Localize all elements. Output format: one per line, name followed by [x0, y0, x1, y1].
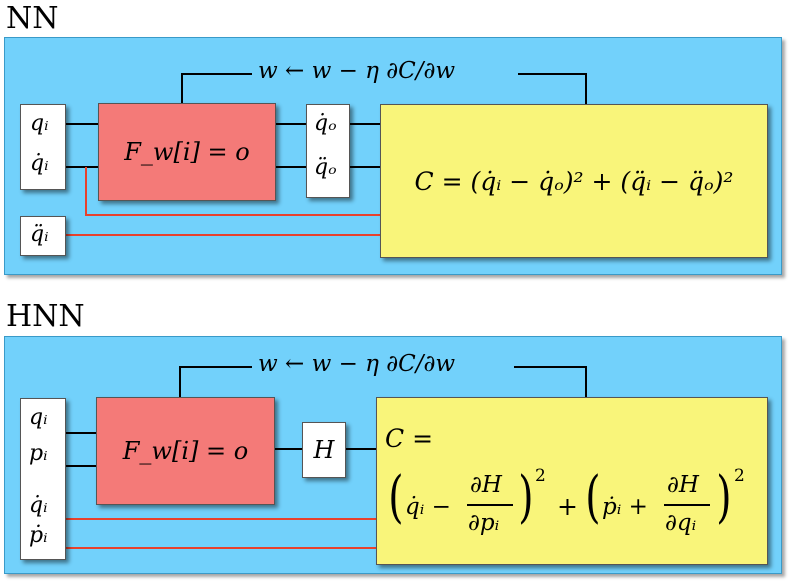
- hnn-update-rule: w ← w − η ∂C/∂w: [258, 351, 456, 377]
- nn-input-q: qᵢ: [30, 111, 49, 136]
- hnn-cost-plus: +: [557, 492, 578, 521]
- hnn-title: HNN: [6, 299, 85, 334]
- hnn-output-box: H: [302, 422, 346, 478]
- hnn-output-h: H: [313, 436, 335, 464]
- hnn-cost-term1-den: ∂pᵢ: [468, 510, 500, 536]
- hnn-network-label: F_w[i] = o: [122, 437, 249, 465]
- nn-update-rule: w ← w − η ∂C/∂w: [258, 58, 456, 84]
- hnn-cost-paren-close-1: ): [518, 465, 534, 530]
- hnn-input-box: qᵢ pᵢ q̇ᵢ ṗᵢ: [20, 398, 66, 560]
- hnn-cost-exp-2: 2: [734, 466, 745, 486]
- nn-input-box: qᵢ q̇ᵢ: [20, 104, 66, 190]
- nn-network-label: F_w[i] = o: [124, 138, 250, 166]
- hnn-input-pdot: ṗᵢ: [29, 523, 48, 548]
- hnn-cost-paren-close-2: ): [716, 465, 732, 530]
- nn-output-qddot: q̈ₒ: [314, 155, 337, 180]
- hnn-cost-exp-1: 2: [535, 466, 546, 486]
- nn-title: NN: [6, 1, 59, 36]
- hnn-input-qdot: q̇ᵢ: [29, 493, 48, 518]
- hnn-cost-box: C = ( q̇ᵢ − ∂H ∂pᵢ ) 2 + ( ṗᵢ + ∂H ∂qᵢ )…: [376, 397, 768, 565]
- hnn-cost-term2-lhs: ṗᵢ +: [602, 494, 648, 520]
- nn-extra-input-box: q̈ᵢ: [20, 216, 66, 256]
- hnn-cost-term2-bar: [664, 504, 710, 506]
- hnn-input-p: pᵢ: [29, 441, 48, 466]
- hnn-cost-term1-bar: [467, 504, 513, 506]
- nn-cost-box: C = (q̇ᵢ − q̇ₒ)² + (q̈ᵢ − q̈ₒ)²: [380, 104, 768, 258]
- hnn-cost-term2-num: ∂H: [667, 472, 699, 498]
- nn-cost-formula: C = (q̇ᵢ − q̇ₒ)² + (q̈ᵢ − q̈ₒ)²: [414, 166, 734, 196]
- hnn-cost-term1-lhs: q̇ᵢ −: [405, 494, 451, 520]
- nn-network-box: F_w[i] = o: [98, 103, 276, 201]
- hnn-cost-term2-den: ∂qᵢ: [665, 510, 697, 536]
- nn-input-qdot: q̇ᵢ: [30, 151, 49, 176]
- hnn-cost-paren-open-2: (: [585, 465, 601, 530]
- hnn-cost-line1: C =: [385, 424, 434, 453]
- hnn-cost-term1-num: ∂H: [470, 472, 502, 498]
- hnn-cost-paren-open-1: (: [388, 465, 404, 530]
- hnn-network-box: F_w[i] = o: [96, 397, 275, 505]
- nn-output-qdot: q̇ₒ: [314, 111, 337, 136]
- nn-output-box: q̇ₒ q̈ₒ: [306, 104, 350, 198]
- hnn-input-q: qᵢ: [29, 405, 48, 430]
- nn-input-qddot: q̈ᵢ: [30, 222, 49, 247]
